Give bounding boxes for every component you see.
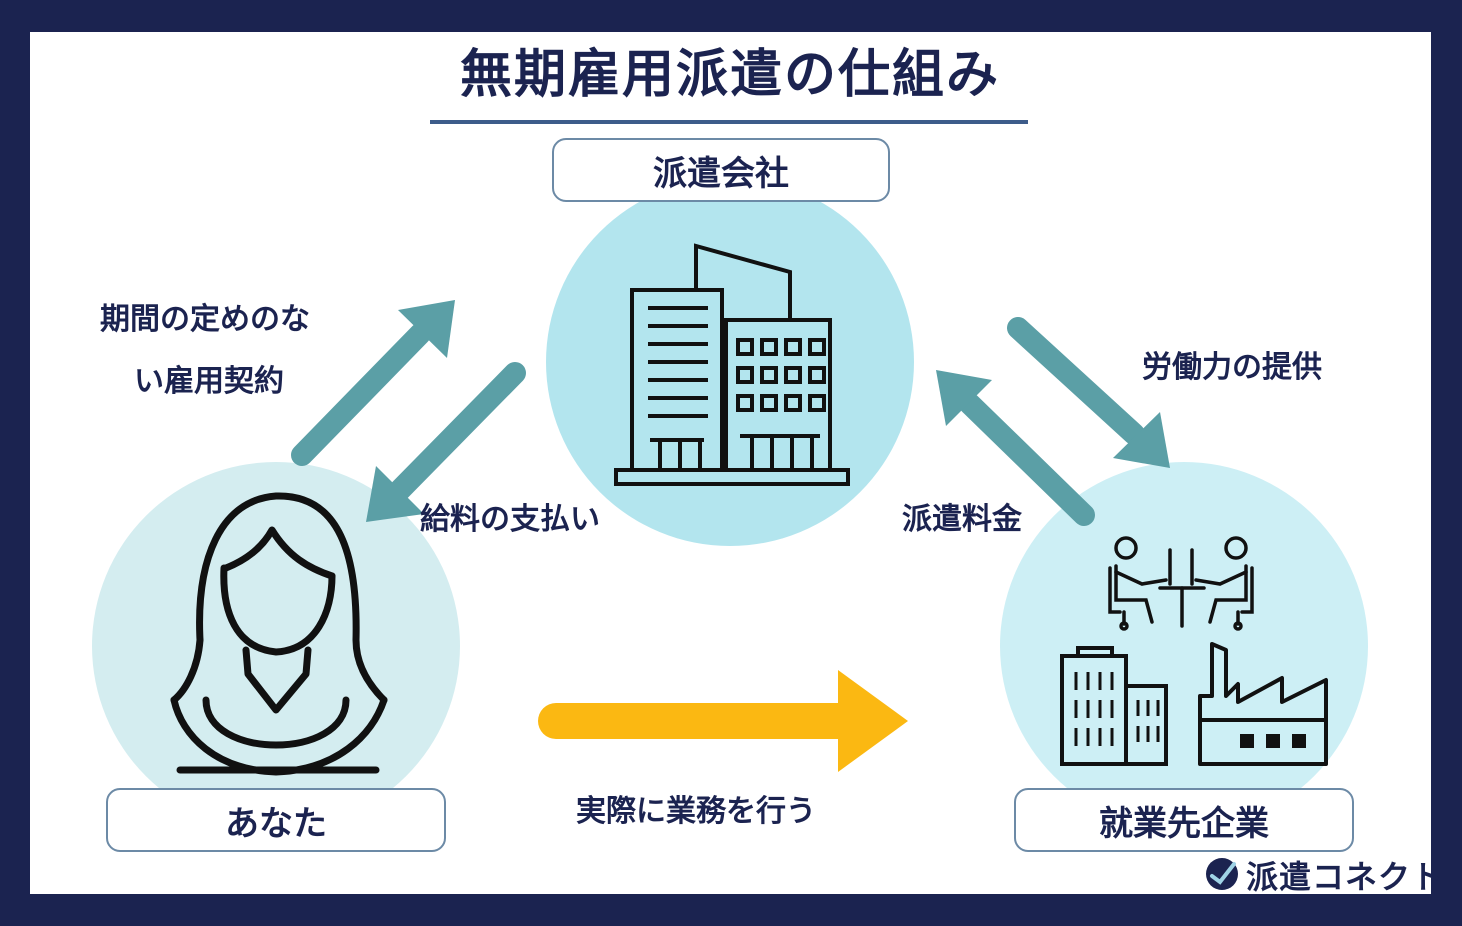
logo-mark-icon (1206, 858, 1238, 890)
fee-arrow (936, 370, 1095, 526)
work-caption: 実際に業務を行う (576, 794, 816, 829)
labor-caption: 労働力の提供 (1142, 350, 1322, 385)
title-underline (430, 120, 1028, 124)
contract-caption-line1: 期間の定めのな (100, 302, 310, 337)
contract-arrow (291, 300, 455, 466)
agency-label-text: 派遣会社 (653, 153, 789, 194)
client-label: 就業先企業 (1014, 788, 1354, 852)
agency-label: 派遣会社 (552, 138, 890, 202)
you-label-text: あなた (225, 803, 327, 844)
salary-caption: 給料の支払い (420, 502, 600, 537)
factory-windows (1240, 734, 1306, 748)
brand-logo: 派遣コネクト (1204, 852, 1444, 898)
person-woman-icon (170, 492, 388, 776)
brand-text: 派遣コネクト (1246, 858, 1445, 896)
office-building-icon (614, 243, 850, 486)
meeting-people-icon (1108, 536, 1254, 631)
salary-arrow (366, 362, 526, 522)
factory-icon (1198, 642, 1328, 766)
buildings-icon (1060, 646, 1168, 766)
you-label: あなた (106, 788, 446, 852)
client-circle (1000, 462, 1368, 830)
work-arrow (538, 670, 908, 772)
labor-arrow (1007, 317, 1170, 468)
fee-caption: 派遣料金 (902, 502, 1022, 537)
diagram-title: 無期雇用派遣の仕組み (459, 45, 1000, 105)
contract-caption-line2: い雇用契約 (134, 364, 284, 399)
client-label-text: 就業先企業 (1099, 803, 1269, 844)
